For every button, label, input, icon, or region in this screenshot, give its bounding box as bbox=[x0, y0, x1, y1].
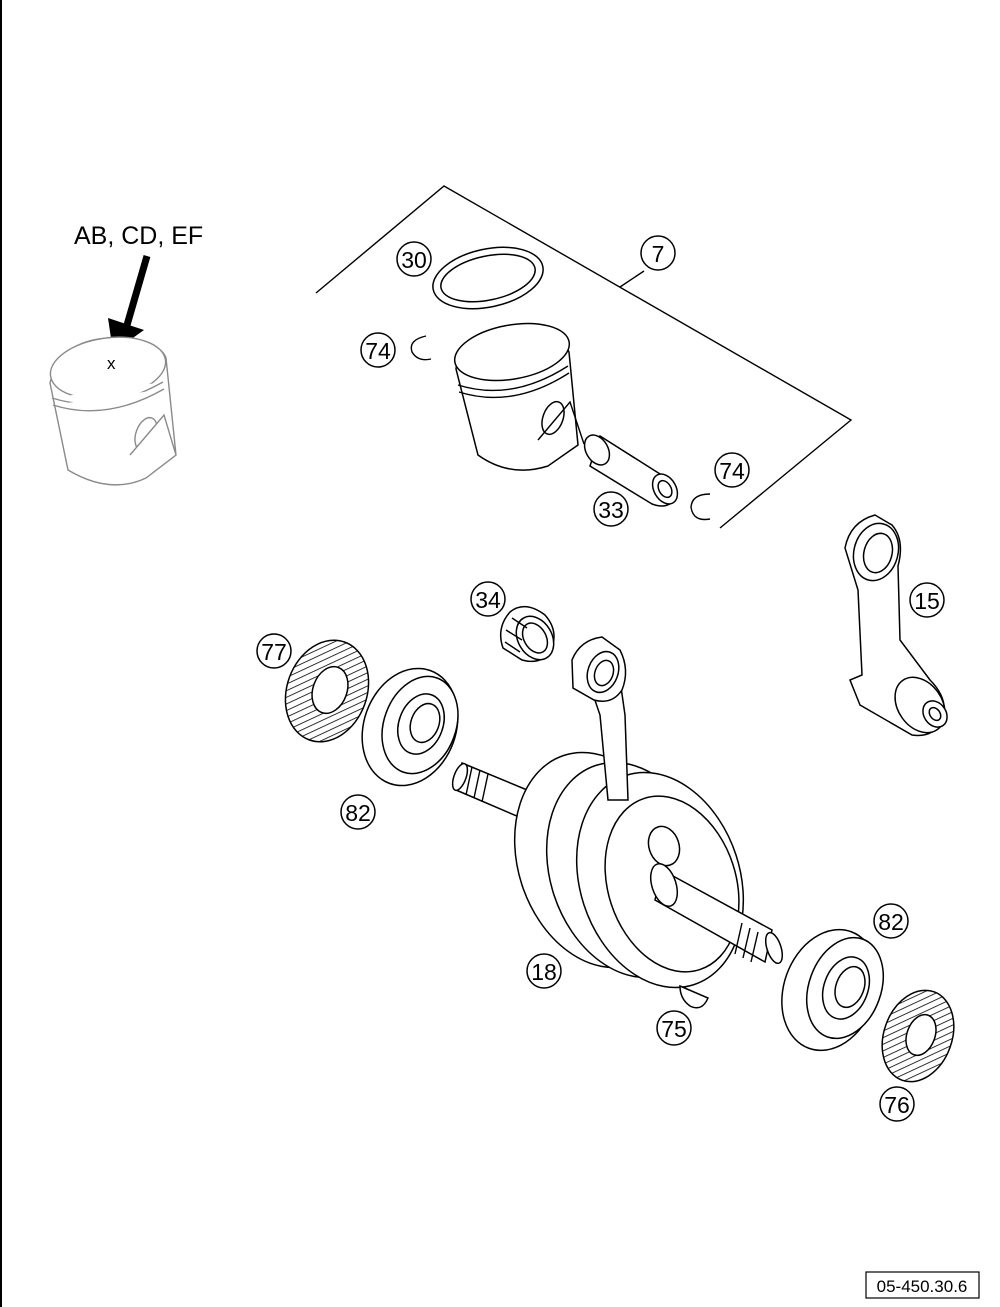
callout-circle bbox=[396, 241, 432, 277]
piston-kit-bracket bbox=[315, 185, 853, 529]
callout-30: 30 bbox=[396, 241, 432, 277]
shaft-seal-right bbox=[881, 989, 955, 1083]
callout-7: 7 bbox=[640, 235, 676, 271]
callout-number: 75 bbox=[661, 1016, 687, 1042]
callout-circle bbox=[714, 452, 750, 488]
callout-75: 75 bbox=[656, 1010, 692, 1046]
callout-circle bbox=[879, 1086, 915, 1122]
callout-circle bbox=[360, 332, 396, 368]
callout-76: 76 bbox=[879, 1086, 915, 1122]
callout-15: 15 bbox=[909, 582, 945, 618]
callout-circle bbox=[526, 953, 562, 989]
callout-82: 82 bbox=[873, 903, 909, 939]
callout-circle bbox=[256, 633, 292, 669]
callout-18: 18 bbox=[526, 953, 562, 989]
piston bbox=[453, 322, 585, 471]
callout-number: 82 bbox=[878, 909, 904, 935]
callout-74: 74 bbox=[360, 332, 396, 368]
callout-number: 33 bbox=[598, 497, 624, 523]
callout-circle bbox=[873, 903, 909, 939]
callout-circle bbox=[593, 491, 629, 527]
piston-marking-label: AB, CD, EF bbox=[74, 222, 203, 250]
piston-marking-illustration bbox=[49, 336, 177, 486]
callout-number: 18 bbox=[531, 959, 557, 985]
callout-circle bbox=[909, 582, 945, 618]
piston-ring bbox=[432, 246, 544, 310]
callout-34: 34 bbox=[470, 581, 506, 617]
callout-77: 77 bbox=[256, 633, 292, 669]
callout-circle bbox=[640, 235, 676, 271]
callout-33: 33 bbox=[593, 491, 629, 527]
ball-bearing-right bbox=[781, 928, 884, 1052]
circlip-right bbox=[690, 493, 711, 521]
callout-number: 15 bbox=[914, 588, 940, 614]
connecting-rod bbox=[844, 514, 948, 737]
woodruff-key bbox=[679, 984, 709, 1009]
callout-82: 82 bbox=[340, 794, 376, 830]
callout-number: 34 bbox=[475, 587, 501, 613]
callout-circle bbox=[656, 1010, 692, 1046]
crankshaft bbox=[451, 636, 784, 989]
piston-pin bbox=[583, 434, 679, 507]
piston-mark-symbol: x bbox=[107, 354, 116, 373]
callout-number: 76 bbox=[884, 1092, 910, 1118]
callout-74: 74 bbox=[714, 452, 750, 488]
callout-number: 7 bbox=[652, 241, 665, 267]
callout-group: 30 7 74 74 33 15 34 77 82 82 18 75 76 bbox=[256, 235, 945, 1122]
callout-number: 74 bbox=[719, 458, 745, 484]
callout-number: 30 bbox=[401, 247, 427, 273]
figure-code: 05-450.30.6 bbox=[877, 1277, 968, 1296]
ball-bearing-left bbox=[361, 667, 459, 787]
circlip-left bbox=[410, 335, 432, 361]
callout-number: 82 bbox=[345, 800, 371, 826]
figure-code-box bbox=[865, 1271, 980, 1299]
needle-bearing bbox=[499, 606, 555, 663]
callout-number: 74 bbox=[365, 338, 391, 364]
callout-circle bbox=[340, 794, 376, 830]
shaft-seal-left bbox=[284, 639, 370, 743]
callout-circle bbox=[470, 581, 506, 617]
callout-number: 77 bbox=[261, 639, 287, 665]
